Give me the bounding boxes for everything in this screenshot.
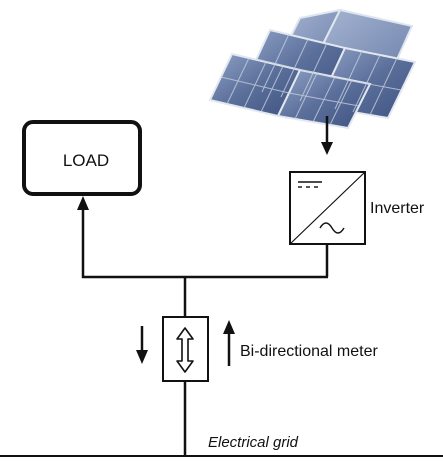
inverter-box <box>289 171 366 245</box>
solar-panel-icon <box>208 8 417 130</box>
wiring <box>81 200 329 456</box>
ac-sine-icon <box>319 222 345 234</box>
load-label: LOAD <box>63 151 109 170</box>
load-box <box>22 120 142 196</box>
meter-label: Bi-directional meter <box>240 343 379 360</box>
inverter-label: Inverter <box>370 200 425 217</box>
export-arrow <box>223 320 235 366</box>
import-arrow <box>136 326 148 364</box>
bus-to-load-arrow <box>77 196 89 210</box>
panel-to-inverter-arrow <box>321 116 333 155</box>
bidirectional-arrow-icon <box>176 327 194 373</box>
dc-symbol-icon <box>298 181 322 188</box>
grid-label: Electrical grid <box>208 434 299 451</box>
